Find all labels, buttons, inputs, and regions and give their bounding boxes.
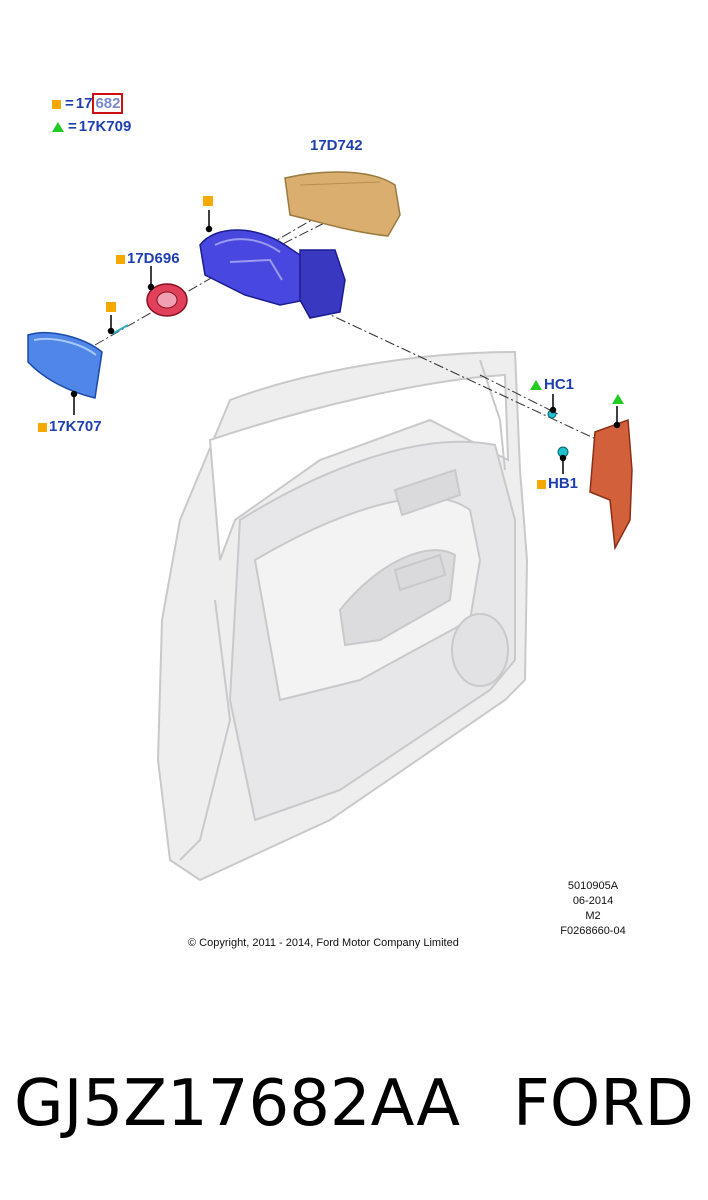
legend-triangle-row: =17K709 xyxy=(52,119,131,134)
legend-triangle-part: 17K709 xyxy=(78,118,132,135)
drawing-metadata: 5010905A 06-2014 M2 F0268660-04 xyxy=(548,879,638,939)
exploded-mirror-diagram xyxy=(27,171,633,882)
square-icon xyxy=(537,479,546,489)
square-icon xyxy=(116,254,125,264)
legend-square-prefix: 17 xyxy=(75,95,93,112)
leader-lines xyxy=(70,210,621,474)
meta-line-1: 5010905A xyxy=(567,880,619,892)
triangle-marker-trim xyxy=(612,394,624,404)
callout-glass-row: 17K707 xyxy=(38,419,102,434)
mirror-motor-part xyxy=(146,283,188,317)
sail-trim-part xyxy=(589,418,633,551)
callout-hb1: HB1 xyxy=(548,475,579,492)
callout-motor: 17D696 xyxy=(127,250,180,267)
callout-hc1: HC1 xyxy=(544,376,575,393)
triangle-icon xyxy=(530,380,542,391)
legend-square-highlight: 682 xyxy=(92,93,124,114)
door-illustration xyxy=(156,350,529,882)
brand-caption: FORD xyxy=(513,1067,694,1141)
callout-hb1-row: HB1 xyxy=(537,476,578,491)
mirror-housing-part xyxy=(199,229,346,319)
square-marker-housing xyxy=(203,196,213,206)
meta-line-4: F0268660-04 xyxy=(560,925,626,937)
part-number-caption: GJ5Z17682AA xyxy=(14,1067,460,1141)
callout-glass: 17K707 xyxy=(49,418,102,435)
callout-motor-row: 17D696 xyxy=(116,251,180,266)
callout-cover: 17D742 xyxy=(310,137,363,154)
triangle-icon xyxy=(52,122,64,133)
mirror-glass-part xyxy=(27,331,103,399)
copyright-notice: © Copyright, 2011 - 2014, Ford Motor Com… xyxy=(188,937,459,949)
mirror-cover-part xyxy=(284,171,401,237)
square-marker-clip xyxy=(106,302,116,312)
meta-line-3: M2 xyxy=(585,910,601,922)
square-icon xyxy=(52,99,61,109)
meta-line-2: 06-2014 xyxy=(572,895,614,907)
square-icon xyxy=(38,422,47,432)
clip-part xyxy=(111,324,129,335)
callout-hc1-row: HC1 xyxy=(530,377,574,392)
